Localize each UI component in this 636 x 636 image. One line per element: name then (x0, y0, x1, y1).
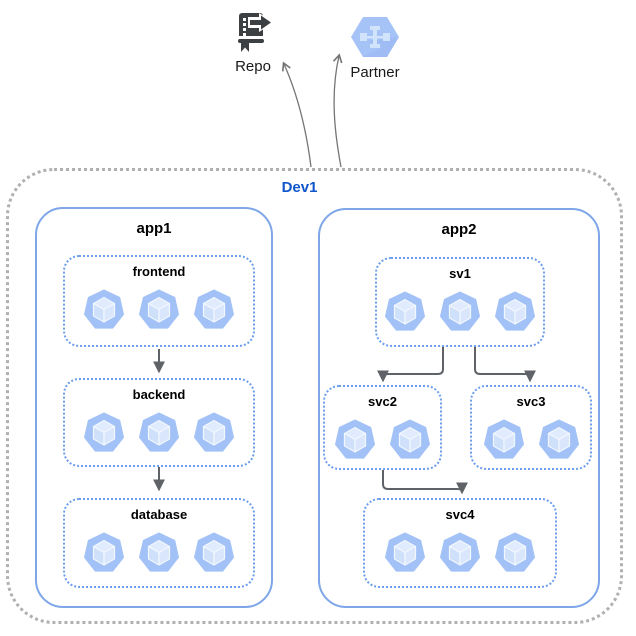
service-database: database (63, 498, 255, 588)
pod-icon (84, 289, 124, 329)
pod-icon (335, 419, 375, 459)
partner-interconnect-icon (351, 17, 399, 57)
sv1-pods (384, 291, 536, 331)
app1-label: app1 (136, 220, 172, 237)
partner-label: Partner (350, 64, 400, 81)
frontend-label: frontend (132, 264, 186, 279)
pod-icon (139, 532, 179, 572)
svc4-label: svc4 (445, 507, 475, 522)
pod-icon (440, 532, 480, 572)
edge-dev1-partner (332, 53, 343, 168)
pod-icon (538, 419, 579, 459)
frontend-pods (83, 289, 235, 329)
pod-icon (194, 532, 234, 572)
service-backend: backend (63, 378, 255, 467)
pod-icon (139, 412, 179, 452)
service-svc4: svc4 (363, 498, 557, 588)
pod-icon (84, 412, 124, 452)
partner-node: Partner (350, 14, 400, 81)
bookmark-ribbon (241, 41, 249, 52)
backend-label: backend (132, 387, 186, 402)
repo-label: Repo (235, 58, 271, 75)
backend-pods (83, 412, 235, 452)
pod-icon (390, 419, 430, 459)
app1-container: app1 (35, 207, 273, 608)
dev1-boundary: Dev1 (6, 168, 623, 624)
sv1-label: sv1 (449, 266, 471, 281)
pod-icon (495, 291, 535, 331)
app2-label: app2 (441, 221, 477, 238)
svc4-pods (384, 532, 536, 572)
interconnect-glyph (360, 26, 390, 48)
repo-node: Repo (231, 10, 275, 75)
app2-container: app2 (318, 208, 600, 608)
svc3-label: svc3 (516, 394, 546, 409)
pod-icon (483, 419, 524, 459)
svc2-pods (334, 419, 431, 459)
service-svc2: svc2 (323, 385, 442, 470)
repo-arrow-glyph (248, 13, 274, 32)
pod-icon (440, 291, 480, 331)
pod-icon (139, 289, 179, 329)
dev1-label: Dev1 (281, 179, 318, 196)
svc2-label: svc2 (368, 394, 397, 409)
service-frontend: frontend (63, 255, 255, 347)
pod-icon (385, 291, 425, 331)
pod-icon (385, 532, 425, 572)
pod-icon (84, 532, 124, 572)
service-sv1: sv1 (375, 257, 545, 347)
svc3-pods (483, 419, 580, 459)
pod-icon (194, 412, 234, 452)
source-repository-icon (238, 13, 274, 52)
database-pods (83, 532, 235, 572)
database-label: database (130, 507, 188, 522)
service-svc3: svc3 (470, 385, 592, 470)
pod-icon (495, 532, 535, 572)
pod-icon (194, 289, 234, 329)
edge-dev1-repo (281, 61, 312, 168)
